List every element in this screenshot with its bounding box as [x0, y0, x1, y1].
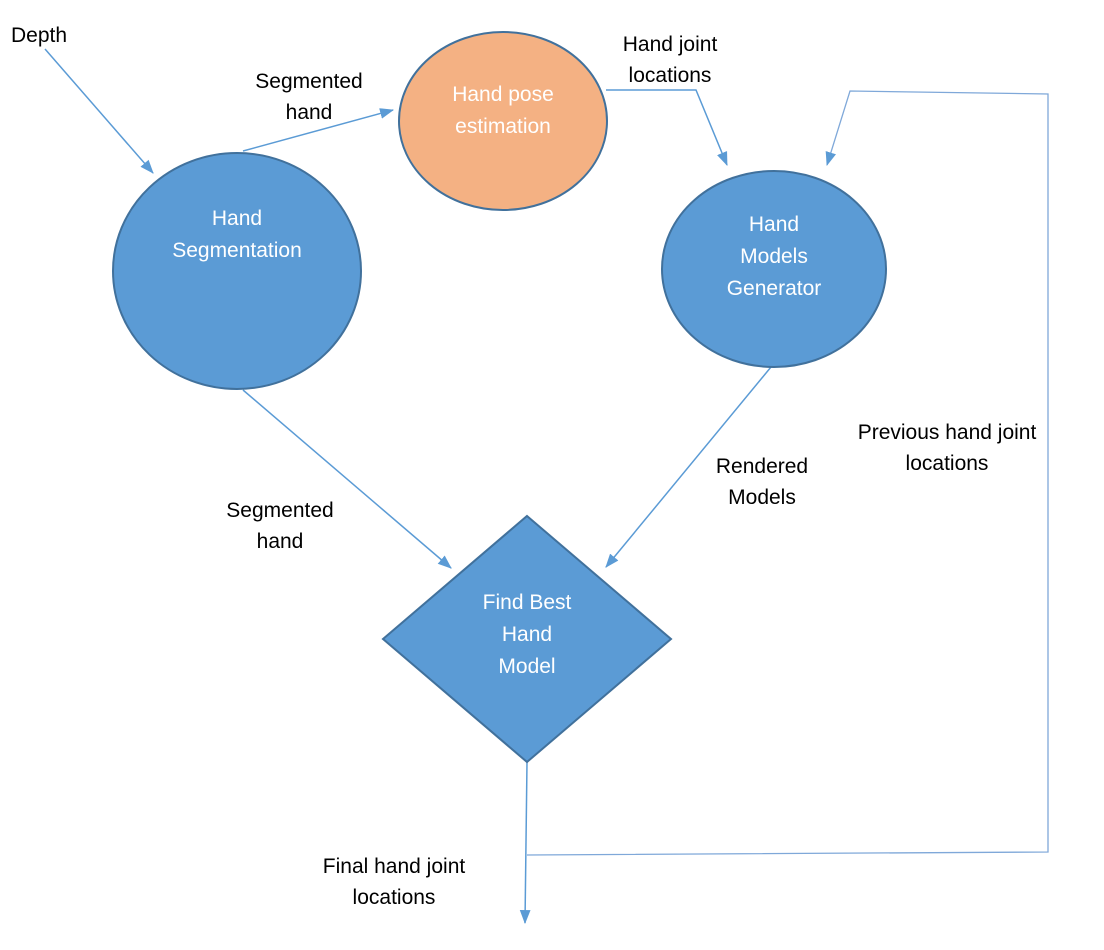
hand-segmentation-ellipse: [112, 152, 362, 390]
label-previous-hand-joint-locations: Previous hand joint locations: [857, 421, 1037, 475]
label-hand-joint-locations: Hand joint locations: [622, 33, 718, 87]
arrow-depth-to-hand-segmentation: [44, 48, 154, 174]
label-depth: Depth: [11, 24, 68, 47]
arrow-rendered-models-to-find-best: [605, 366, 772, 568]
hand-pose-estimation-label: Hand pose estimation: [452, 83, 554, 138]
label-segmented-hand-top: Segmented hand: [255, 70, 363, 124]
hand-models-generator-label: Hand Models Generator: [726, 213, 822, 300]
label-rendered-models: Rendered Models: [715, 455, 809, 509]
arrow-final-output: [519, 761, 531, 925]
hand-pose-estimation-ellipse: [398, 31, 608, 211]
label-final-hand-joint-locations: Final hand joint locations: [322, 855, 466, 909]
connector-hand-joint-locations: [606, 89, 728, 166]
find-best-hand-model-diamond: [381, 514, 673, 764]
find-best-hand-model-label: Find Best Hand Model: [482, 591, 572, 678]
hand-models-generator-ellipse: [661, 170, 887, 368]
arrow-segmented-hand-to-pose-estimation: [242, 108, 395, 152]
hand-segmentation-label: Hand Segmentation: [172, 207, 302, 262]
arrow-segmented-hand-to-find-best: [242, 389, 452, 569]
connector-previous-hand-joint-feedback-loop: [526, 90, 1049, 856]
label-segmented-hand-bottom: Segmented hand: [226, 499, 334, 553]
